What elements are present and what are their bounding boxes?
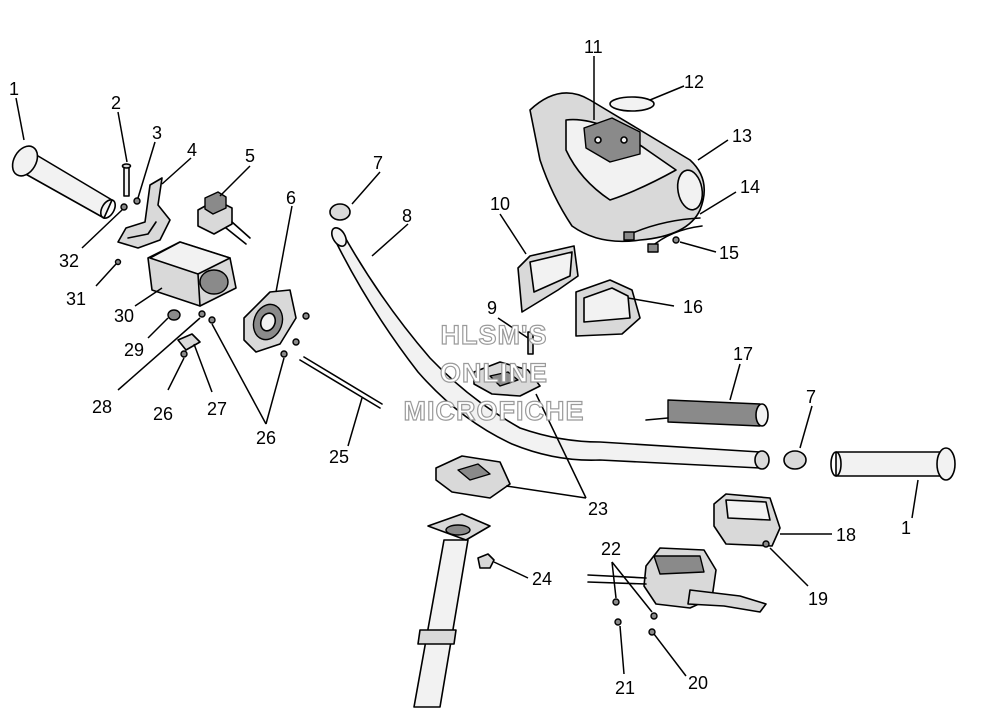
handlebar-tube-part-8 [330,227,770,470]
bolt-part-2 [121,163,132,197]
bar-end-plug-left [329,203,351,221]
callout-5: 5 [245,146,255,166]
watermark-line-1: HLSM'S [441,320,548,350]
brake-lever-assembly [587,547,767,613]
callout-8: 8 [402,206,412,226]
callout-7-right: 7 [806,387,816,407]
callout-29: 29 [124,340,144,360]
callout-28: 28 [92,397,112,417]
wire-harness-part-14 [623,217,703,253]
throttle-grip-part-17 [645,399,769,427]
leader-lines [15,56,919,677]
clamp-bracket-part-4 [117,177,171,249]
callout-3: 3 [152,123,162,143]
screw-part-22-b [650,612,658,620]
handlebar-clamp-lower [435,455,511,499]
switch-block-part-5 [197,191,251,245]
bar-end-plug-right [783,450,807,470]
right-handlebar-grip [830,447,956,481]
callout-7-left: 7 [373,153,383,173]
callout-23: 23 [588,499,608,519]
screw-part-15 [672,236,680,244]
callout-1-left: 1 [9,79,19,99]
handlebar-pod-part-13 [529,92,706,243]
callout-12: 12 [684,72,704,92]
callout-32: 32 [59,251,79,271]
washer-part-3 [133,197,141,205]
callout-10: 10 [490,194,510,214]
nut-part-24 [477,553,495,569]
watermark-line-3: MICROFICHE [404,396,585,426]
callout-2: 2 [111,93,121,113]
steering-post [413,513,491,708]
callout-14: 14 [740,177,760,197]
callout-31: 31 [66,289,86,309]
callout-19: 19 [808,589,828,609]
callout-20: 20 [688,673,708,693]
callout-18: 18 [836,525,856,545]
washer-part-32 [120,203,128,211]
decal-part-12 [609,96,655,112]
cover-part-10 [517,245,579,313]
callout-16: 16 [683,297,703,317]
front-cover-part-16 [575,279,641,337]
cable-part-25 [299,356,383,409]
screw-part-20 [648,628,656,636]
switch-housing-part-30 [147,241,237,307]
callout-22: 22 [601,539,621,559]
callout-6: 6 [286,188,296,208]
callout-26-left: 26 [153,404,173,424]
callout-11: 11 [584,37,603,57]
callout-9: 9 [487,298,497,318]
screw-part-21 [614,618,622,626]
left-handlebar-grip [11,145,117,219]
watermark-line-2: ONLINE [440,358,548,388]
callout-24: 24 [532,569,552,589]
screws-group [114,258,310,358]
handlebar-clamp-upper [473,361,541,397]
switch-housing-part-18 [713,493,781,548]
callout-21: 21 [615,678,635,698]
callout-13: 13 [732,126,752,146]
callout-26-right: 26 [256,428,276,448]
callout-30: 30 [114,306,134,326]
watermark: HLSM'S ONLINE MICROFICHE [403,319,585,426]
callout-17: 17 [733,344,753,364]
callout-25: 25 [329,447,349,467]
bolt-part-9 [527,331,534,355]
callout-4: 4 [187,140,197,160]
callout-15: 15 [719,243,739,263]
switch-cover-part-6 [243,289,297,353]
callout-27: 27 [207,399,227,419]
screw-part-22-a [612,598,620,606]
callout-1-right: 1 [901,518,911,538]
callout-labels: 1 2 3 4 5 6 7 8 9 10 11 12 13 14 15 16 1… [9,37,911,698]
